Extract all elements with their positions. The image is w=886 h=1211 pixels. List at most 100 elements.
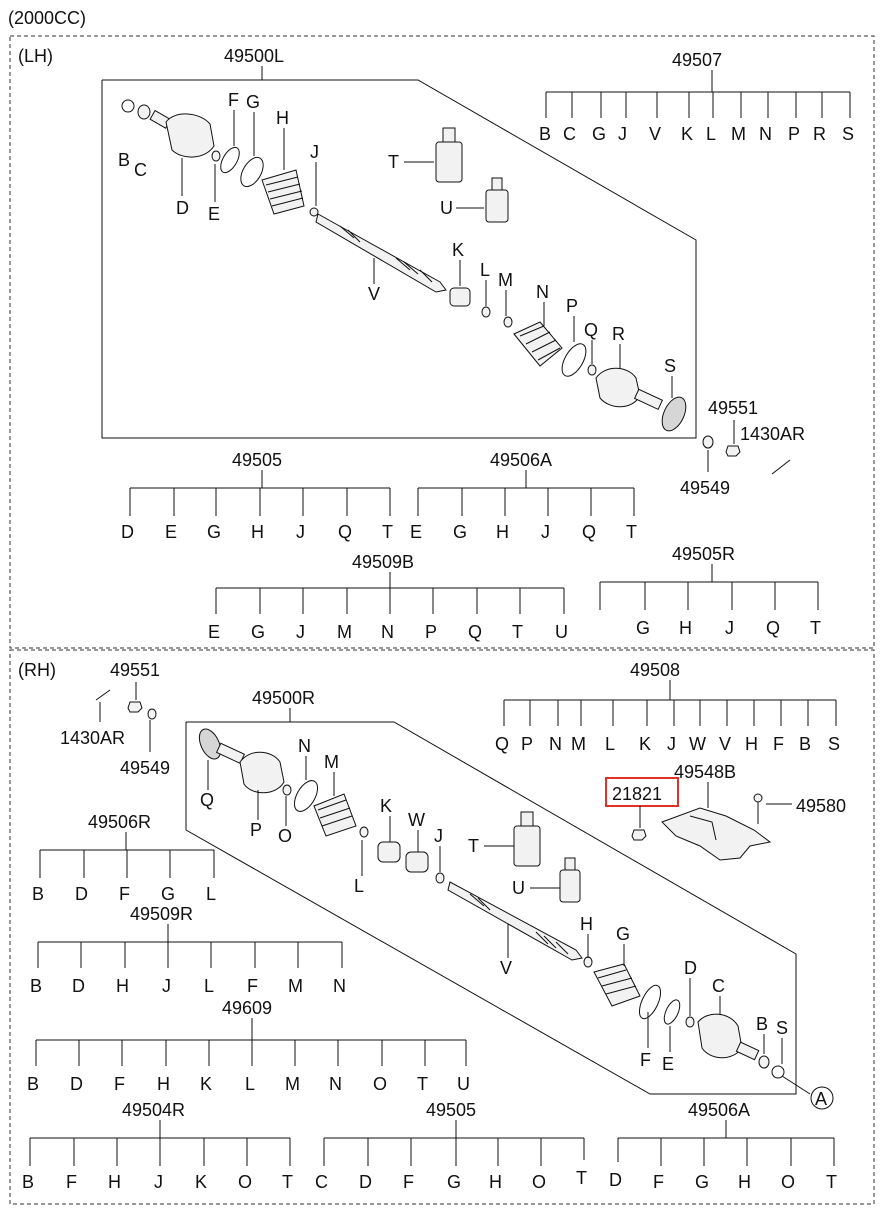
rh-tone-ring-icon [198, 728, 222, 760]
kit-item: G [636, 618, 650, 638]
lh-nut-icon [725, 445, 741, 457]
lh-outer-joint-icon [165, 113, 215, 158]
rh-part-letters: Q P O N M L K W J T U H G V [200, 736, 834, 1110]
kit-code: 49506A [688, 1100, 750, 1120]
kit-item: T [282, 1172, 293, 1192]
kit-code: 49509B [352, 552, 414, 572]
kit-item: H [738, 1172, 751, 1192]
rh-bracket-group: 49548B 21821 49580 [605, 762, 846, 861]
rh-section-frame [9, 649, 875, 1205]
rh-letter: S [776, 1018, 788, 1038]
lh-letter: T [388, 152, 399, 172]
kit-item: L [206, 884, 216, 904]
kit-item: O [373, 1074, 387, 1094]
kit-item: L [245, 1074, 255, 1094]
kit-code: 49506R [88, 812, 151, 832]
lh-kit-49505r: 49505R G H J Q T [599, 544, 821, 638]
kit-item: B [32, 884, 44, 904]
kit-code: 49509R [130, 904, 193, 924]
kit-item: G [161, 884, 175, 904]
lh-letter: U [440, 198, 453, 218]
rh-assembly: 49551 1430AR 49549 49500R [22, 660, 846, 1192]
highlighted-part-code: 21821 [612, 784, 662, 804]
kit-item: G [207, 522, 221, 542]
rh-washer-code: 49549 [120, 758, 170, 778]
rh-letter: N [298, 736, 311, 756]
rh-nut-code: 49551 [110, 660, 160, 680]
highlighted-part-box [605, 777, 679, 807]
kit-item: F [773, 734, 784, 754]
lh-part-letters: B C D E F G H J T U V K L M N [118, 90, 676, 398]
kit-item: W [689, 734, 706, 754]
lh-pin-icon [771, 459, 791, 475]
lh-letter: B [118, 150, 130, 170]
kit-item: Q [468, 622, 482, 642]
lh-kit-49506a: 49506A E G H J Q T [410, 450, 637, 542]
rh-letter: F [640, 1050, 651, 1070]
kit-item: N [381, 622, 394, 642]
lh-section-label: (LH) [18, 46, 53, 66]
kit-item: D [70, 1074, 83, 1094]
lh-kit-49505: 49505 D E G H J Q T [121, 450, 393, 542]
kit-item: H [157, 1074, 170, 1094]
callout-letter: A [815, 1089, 827, 1109]
rh-shaft-drawing [198, 728, 785, 1079]
kit-item: B [22, 1172, 34, 1192]
kit-item: T [626, 522, 637, 542]
kit-item: J [296, 622, 305, 642]
kit-item: H [679, 618, 692, 638]
lh-assembly-code: 49500L [224, 46, 284, 66]
kit-item: M [571, 734, 586, 754]
rh-kit-49508: 49508 Q P N M L K J W V H F B S [495, 660, 840, 754]
kit-item: N [759, 124, 772, 144]
lh-nut-code: 49551 [708, 398, 758, 418]
kit-item: U [555, 622, 568, 642]
lh-letter: G [246, 92, 260, 112]
kit-code: 49609 [222, 998, 272, 1018]
kit-item: J [667, 734, 676, 754]
kit-item: S [842, 124, 854, 144]
lh-inner-joint-icon [595, 367, 641, 408]
lh-shaft-icon [315, 213, 447, 293]
lh-shaft-drawing [121, 99, 687, 432]
rh-hardware: 49551 1430AR 49549 [60, 660, 170, 778]
kit-item: F [403, 1172, 414, 1192]
lh-washer-code: 49549 [680, 478, 730, 498]
kit-item: D [359, 1172, 372, 1192]
kit-item: H [489, 1172, 502, 1192]
lh-letter: C [134, 160, 147, 180]
bracket-icon [661, 807, 772, 861]
rh-pin-icon [95, 689, 111, 701]
kit-item: U [457, 1074, 470, 1094]
lh-letter: K [452, 240, 464, 260]
rh-kit-49609: 49609 B D F H K L M N O T U [27, 998, 470, 1094]
kit-item: F [114, 1074, 125, 1094]
callout-circle [810, 1086, 834, 1110]
rh-outer-joint-icon [697, 1013, 743, 1059]
lh-assembly: 49500L [101, 46, 854, 642]
kit-item: P [788, 124, 800, 144]
kit-item: V [719, 734, 731, 754]
kit-item: G [447, 1172, 461, 1192]
rh-outer-boot-icon [593, 963, 641, 1007]
kit-item: B [27, 1074, 39, 1094]
lh-tone-ring-icon [661, 396, 687, 432]
rh-bearing-w-icon [405, 851, 429, 873]
kit-item: D [609, 1170, 622, 1190]
rh-letter: E [662, 1054, 674, 1074]
rh-letter: B [756, 1014, 768, 1034]
kit-item: N [329, 1074, 342, 1094]
kit-item: R [813, 124, 826, 144]
kit-item: K [639, 734, 651, 754]
lh-kit-49509b: 49509B E G J M N P Q T U [208, 552, 568, 642]
lh-outer-boot-icon [261, 169, 305, 215]
kit-code: 49505 [232, 450, 282, 470]
kit-item: M [288, 976, 303, 996]
kit-item: O [781, 1172, 795, 1192]
rh-letter: M [324, 752, 339, 772]
kit-item: F [247, 976, 258, 996]
lh-letter: F [228, 90, 239, 110]
kit-item: L [706, 124, 716, 144]
rh-kit-49506r: 49506R B D F G L [32, 812, 216, 904]
rh-grease-t-icon [513, 825, 541, 867]
